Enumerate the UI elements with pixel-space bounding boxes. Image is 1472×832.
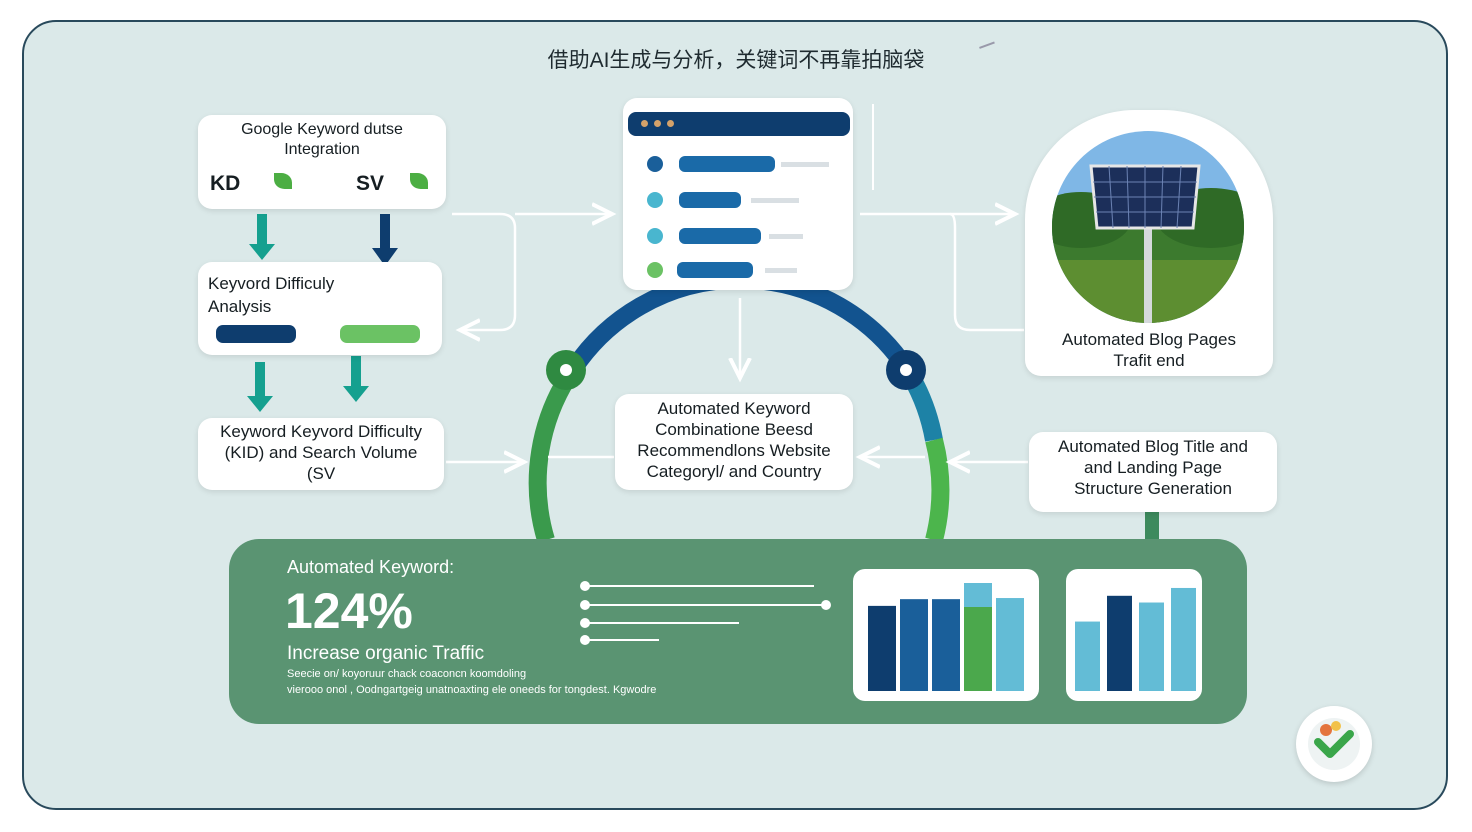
list-line [751,198,799,203]
recommendations-card: Automated Keyword Combinatione Beesd Rec… [615,394,853,490]
list-bar [679,192,741,208]
integration-title-line1: Google Keyword dutse [241,121,403,138]
list-line [769,234,803,239]
list-bullet-icon [647,228,663,244]
recommend-line3: Recommendlons Website [637,441,831,460]
blog-title-line1: Automated Blog Title and [1058,437,1248,456]
difficulty-bar-navy [216,325,296,343]
results-note-line1: Seecie on/ koyoruur chack coaconcn koomd… [287,668,527,680]
kd-sv-line1: Keyword Keyvord Difficulty [220,422,422,441]
blog-title-line2: and Landing Page [1083,458,1223,477]
results-heading: Automated Keyword: [287,557,455,577]
sv-label: SV [356,172,385,195]
down-arrows [247,214,398,412]
analysis-card: Keyvord Difficuly Analysis [198,262,442,355]
chart-bar [1139,602,1164,691]
blog-title-line3: Structure Generation [1074,479,1232,498]
results-stat: 124% [285,583,413,639]
recommend-line4: Categoryl/ and Country [646,462,822,481]
chart-bar [964,599,992,691]
analysis-title-line1: Keyvord Difficuly [208,274,335,293]
bar-chart-card-1 [853,569,1039,701]
window-dot-icon [641,120,648,127]
window-dot-icon [654,120,661,127]
results-subheading: Increase organic Traffic [287,643,485,664]
list-bullet-icon [647,192,663,208]
chart-bar [996,598,1024,691]
results-note-line2: vierooo onol , Oodngartgeig unatnoaxting… [287,684,657,696]
list-line [781,162,829,167]
list-bar [679,228,761,244]
blog-pages-card: Automated Blog Pages Trafit end [1025,110,1273,376]
list-bullet-icon [647,156,663,172]
sv-leaf-icon [410,173,428,189]
list-bullet-icon [647,262,663,278]
bar-chart-1 [868,583,1024,691]
kd-sv-line2: (KID) and Search Volume [224,443,418,462]
chart-bar [1171,587,1196,691]
chart-bar [868,605,896,691]
kd-sv-line3: (SV [306,464,336,483]
chart-bar-cap [964,583,992,607]
blog-pages-line1: Automated Blog Pages [1062,330,1236,349]
blog-pages-line2: Trafit end [1113,351,1185,370]
chart-bar [1107,595,1132,691]
difficulty-bar-green [340,325,420,343]
list-bar [677,262,753,278]
check-logo-icon [1308,718,1360,770]
list-bar [679,156,775,172]
integration-title-line2: Integration [284,141,360,158]
circle-arc-green [528,362,582,543]
chart-bar [932,599,960,691]
circle-arc-green-right [925,437,950,543]
chart-bar [900,599,928,691]
browser-title-bar [628,112,850,136]
blog-title-card: Automated Blog Title and and Landing Pag… [1029,432,1277,512]
browser-window-card [623,98,853,290]
page-title: 借助AI生成与分析，关键词不再靠拍脑袋 [547,49,925,72]
recommend-line1: Automated Keyword [657,399,811,418]
window-dot-icon [667,120,674,127]
logo [1296,706,1372,782]
bar-chart-card-2 [1066,569,1202,701]
integration-card: Google Keyword dutse Integration KD SV [198,115,446,209]
solar-panel-image [1052,131,1244,323]
chart-bar [1075,621,1100,691]
kd-label: KD [210,172,241,195]
kd-leaf-icon [274,173,292,189]
recommend-line2: Combinatione Beesd [655,420,813,439]
bar-chart-2 [1075,587,1196,691]
timeline-lines [580,581,831,645]
analysis-title-line2: Analysis [208,297,272,316]
list-line [765,268,797,273]
kd-sv-card: Keyword Keyvord Difficulty (KID) and Sea… [198,418,444,490]
